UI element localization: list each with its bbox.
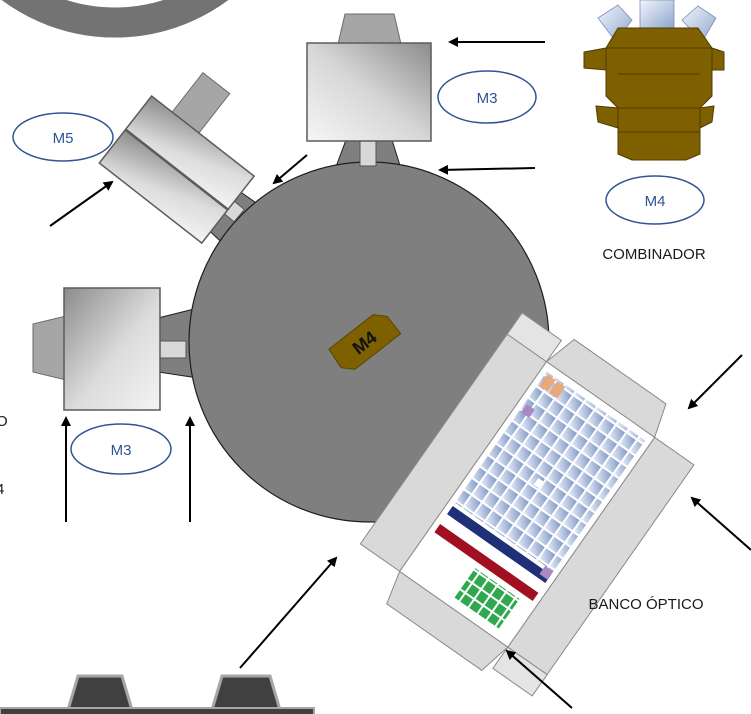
- connector-left: [159, 340, 187, 359]
- label-oval-m5: M5: [12, 112, 114, 162]
- arrows: [49, 37, 751, 709]
- combinador-caption: COMBINADOR: [602, 246, 706, 263]
- arrow-icon: [687, 354, 743, 410]
- arrow-icon: [239, 556, 338, 669]
- banco-optico-caption: BANCO ÓPTICO: [588, 596, 703, 613]
- ring-arc: [1, 0, 229, 38]
- m3-top-label: M3: [477, 90, 498, 107]
- m3-left-module: [32, 287, 161, 411]
- arrow-icon: [438, 164, 536, 175]
- arrow-icon: [690, 496, 751, 551]
- m3-top-module: [306, 13, 432, 142]
- center-m4-module: M4: [328, 314, 402, 370]
- edge-text-fragment: 4: [0, 481, 4, 498]
- m5-module: [98, 71, 256, 245]
- combinador-unit: [583, 0, 725, 161]
- edge-text-fragment: O: [0, 413, 8, 430]
- connector-top: [359, 139, 377, 167]
- banco-optico-board: [359, 312, 695, 697]
- m5-label: M5: [53, 130, 74, 147]
- label-oval-m4: M4: [605, 175, 705, 225]
- m4-side-label: M4: [645, 193, 666, 210]
- arrow-icon: [505, 649, 573, 709]
- label-oval-m3-top: M3: [437, 70, 537, 124]
- label-oval-m3-left: M3: [70, 423, 172, 475]
- base-rail: [0, 674, 315, 714]
- arrow-icon: [272, 154, 308, 185]
- arrow-icon: [49, 180, 114, 227]
- m3-left-label: M3: [111, 442, 132, 459]
